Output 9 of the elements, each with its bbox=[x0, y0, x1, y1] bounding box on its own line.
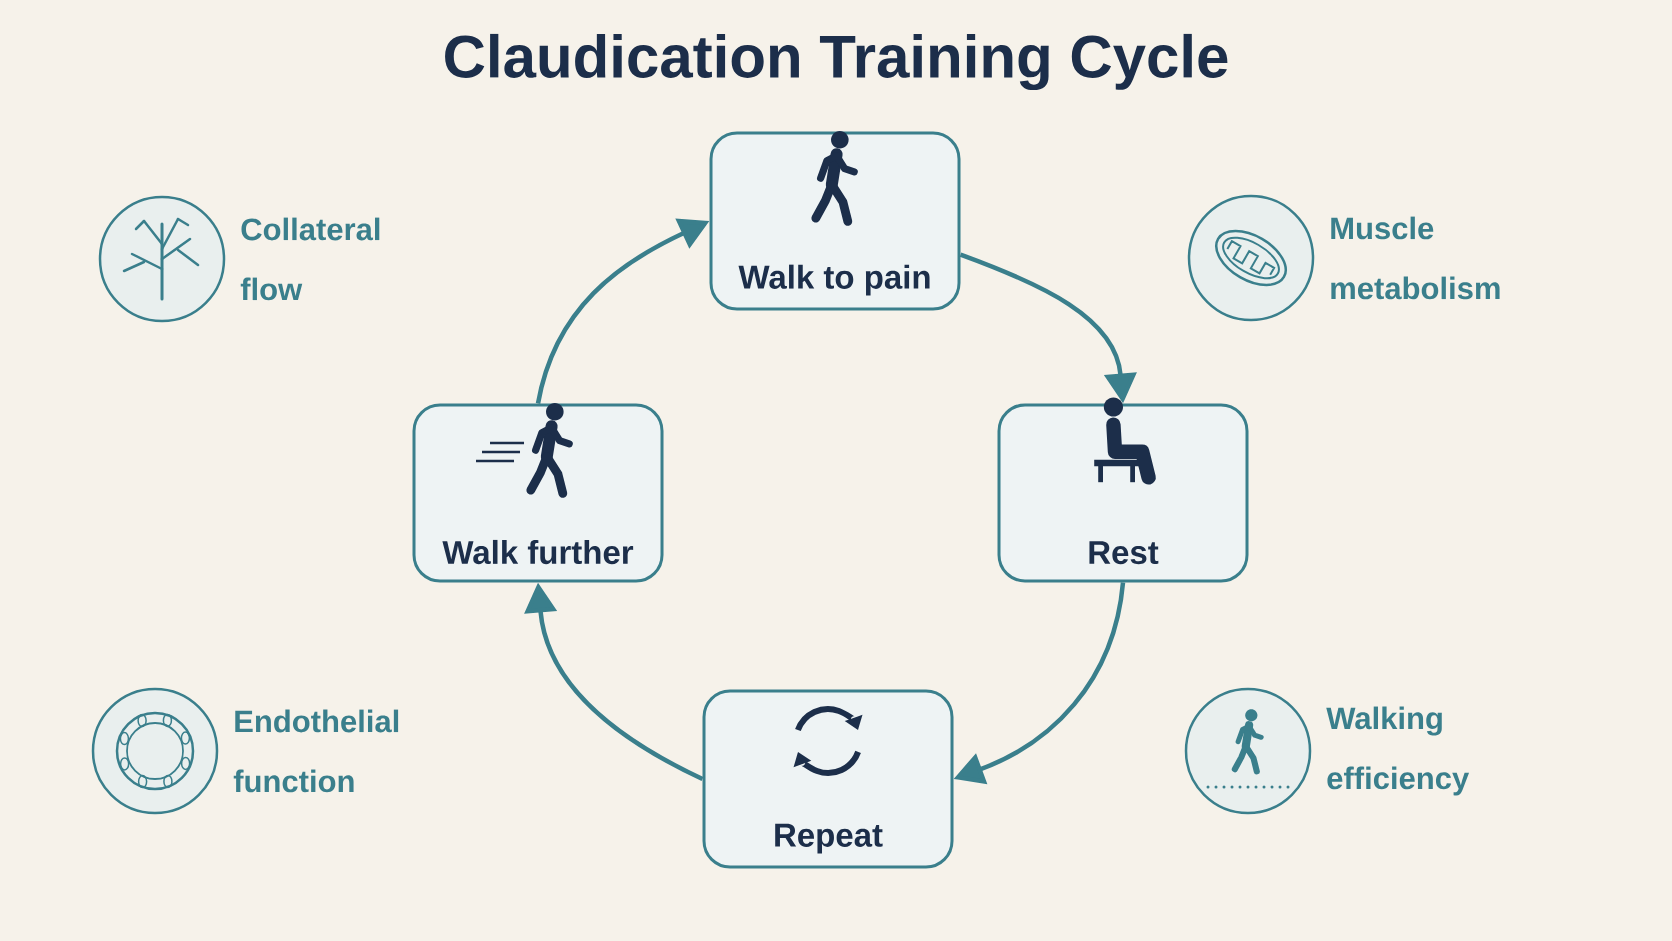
benefit-label: Muscle metabolism bbox=[1331, 216, 1500, 300]
benefit-label: Endothelial function bbox=[233, 709, 399, 793]
step-box: Repeat bbox=[702, 689, 954, 869]
step-box: Walk to pain bbox=[709, 131, 961, 311]
title: Claudication Training Cycle bbox=[445, 33, 1228, 91]
benefit-label: Walking efficiency bbox=[1326, 706, 1470, 796]
step-box: Rest bbox=[997, 403, 1249, 583]
benefit-label: Collateral flow bbox=[240, 217, 380, 301]
step-box: Walk further bbox=[412, 403, 664, 583]
